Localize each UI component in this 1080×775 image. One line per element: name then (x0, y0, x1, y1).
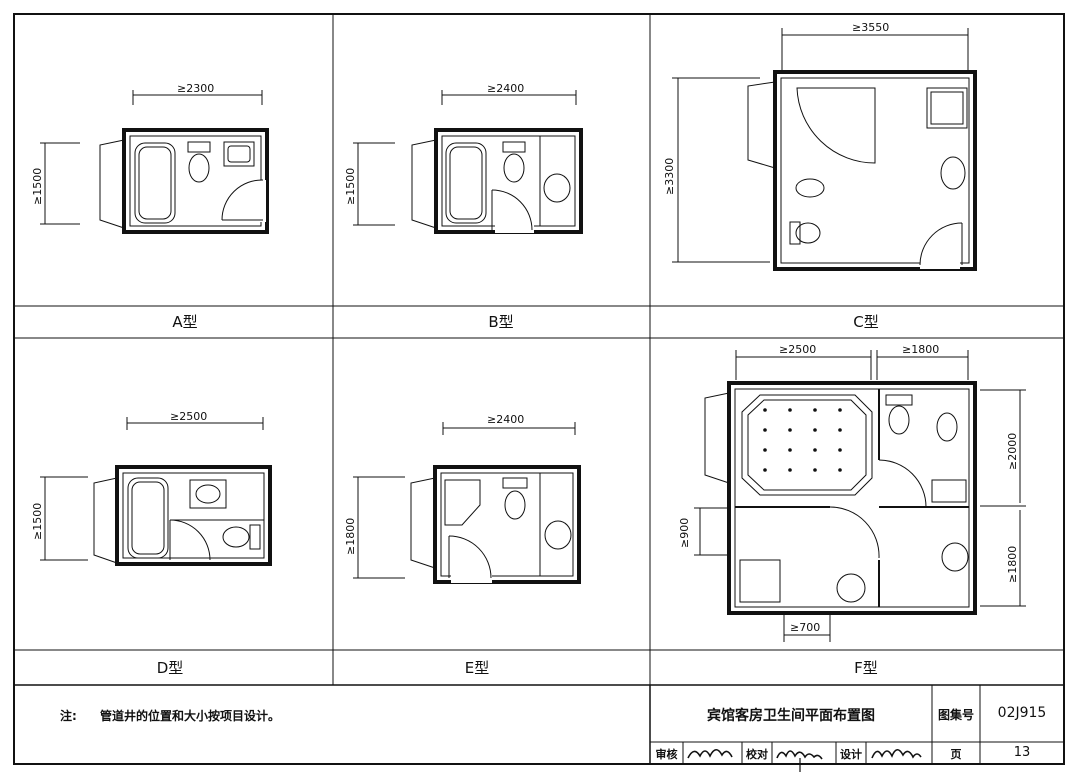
dim-f-left: ≥900 (678, 518, 691, 548)
jet-dot (813, 428, 817, 432)
review-label: 审核 (655, 748, 678, 761)
page-label: 页 (950, 748, 962, 761)
plan-a (40, 90, 269, 234)
label-type-e: E型 (464, 659, 490, 677)
dim-a-width: ≥2300 (177, 82, 214, 95)
jet-dot (763, 408, 767, 412)
jet-dot (813, 448, 817, 452)
jet-dot (763, 448, 767, 452)
jet-dot (788, 448, 792, 452)
dim-f-bottom: ≥700 (790, 621, 820, 634)
jet-dot (838, 448, 842, 452)
dim-f-right-bottom: ≥1800 (1006, 546, 1019, 583)
dim-c-depth: ≥3300 (663, 158, 676, 195)
jet-dot (838, 468, 842, 472)
sheet-frame (13, 13, 1065, 765)
dim-d-width: ≥2500 (170, 410, 207, 423)
design-label: 设计 (840, 748, 862, 761)
check-label: 校对 (746, 748, 768, 761)
jet-dot (813, 408, 817, 412)
label-type-f: F型 (854, 659, 878, 677)
note-prefix: 注: (60, 709, 77, 723)
dim-a-depth: ≥1500 (31, 168, 44, 205)
label-type-b: B型 (488, 313, 514, 331)
dim-e-width: ≥2400 (487, 413, 524, 426)
dim-f-width1: ≥2500 (779, 343, 816, 356)
label-type-a: A型 (172, 313, 198, 331)
plan-c (672, 28, 977, 271)
plan-e (353, 422, 581, 584)
dimension-labels: ≥2300 ≥1500 ≥2400 ≥1500 ≥3550 ≥3300 ≥250… (31, 21, 1019, 634)
dim-d-depth: ≥1500 (31, 503, 44, 540)
jet-dot (788, 468, 792, 472)
note-text: 管道井的位置和大小按项目设计。 (100, 709, 281, 723)
jet-dot (788, 408, 792, 412)
jet-dot (763, 428, 767, 432)
jet-dot (763, 468, 767, 472)
label-type-d: D型 (156, 659, 184, 677)
dim-c-width: ≥3550 (852, 21, 889, 34)
atlas-label: 图集号 (937, 708, 974, 722)
dim-b-depth: ≥1500 (344, 168, 357, 205)
jet-dot (838, 408, 842, 412)
jet-dot (788, 428, 792, 432)
atlas-number: 02J915 (997, 705, 1047, 721)
plan-b (353, 90, 583, 234)
jet-dot (813, 468, 817, 472)
plan-f (694, 350, 1026, 642)
plan-d (40, 417, 272, 566)
page-number: 13 (1013, 745, 1031, 760)
dim-f-right-top: ≥2000 (1006, 433, 1019, 470)
dim-f-width2: ≥1800 (902, 343, 939, 356)
drawing-title: 宾馆客房卫生间平面布置图 (707, 708, 875, 724)
tub-jets (763, 408, 842, 472)
jet-dot (838, 428, 842, 432)
dim-e-depth: ≥1800 (344, 518, 357, 555)
label-type-c: C型 (853, 313, 879, 331)
dim-b-width: ≥2400 (487, 82, 524, 95)
